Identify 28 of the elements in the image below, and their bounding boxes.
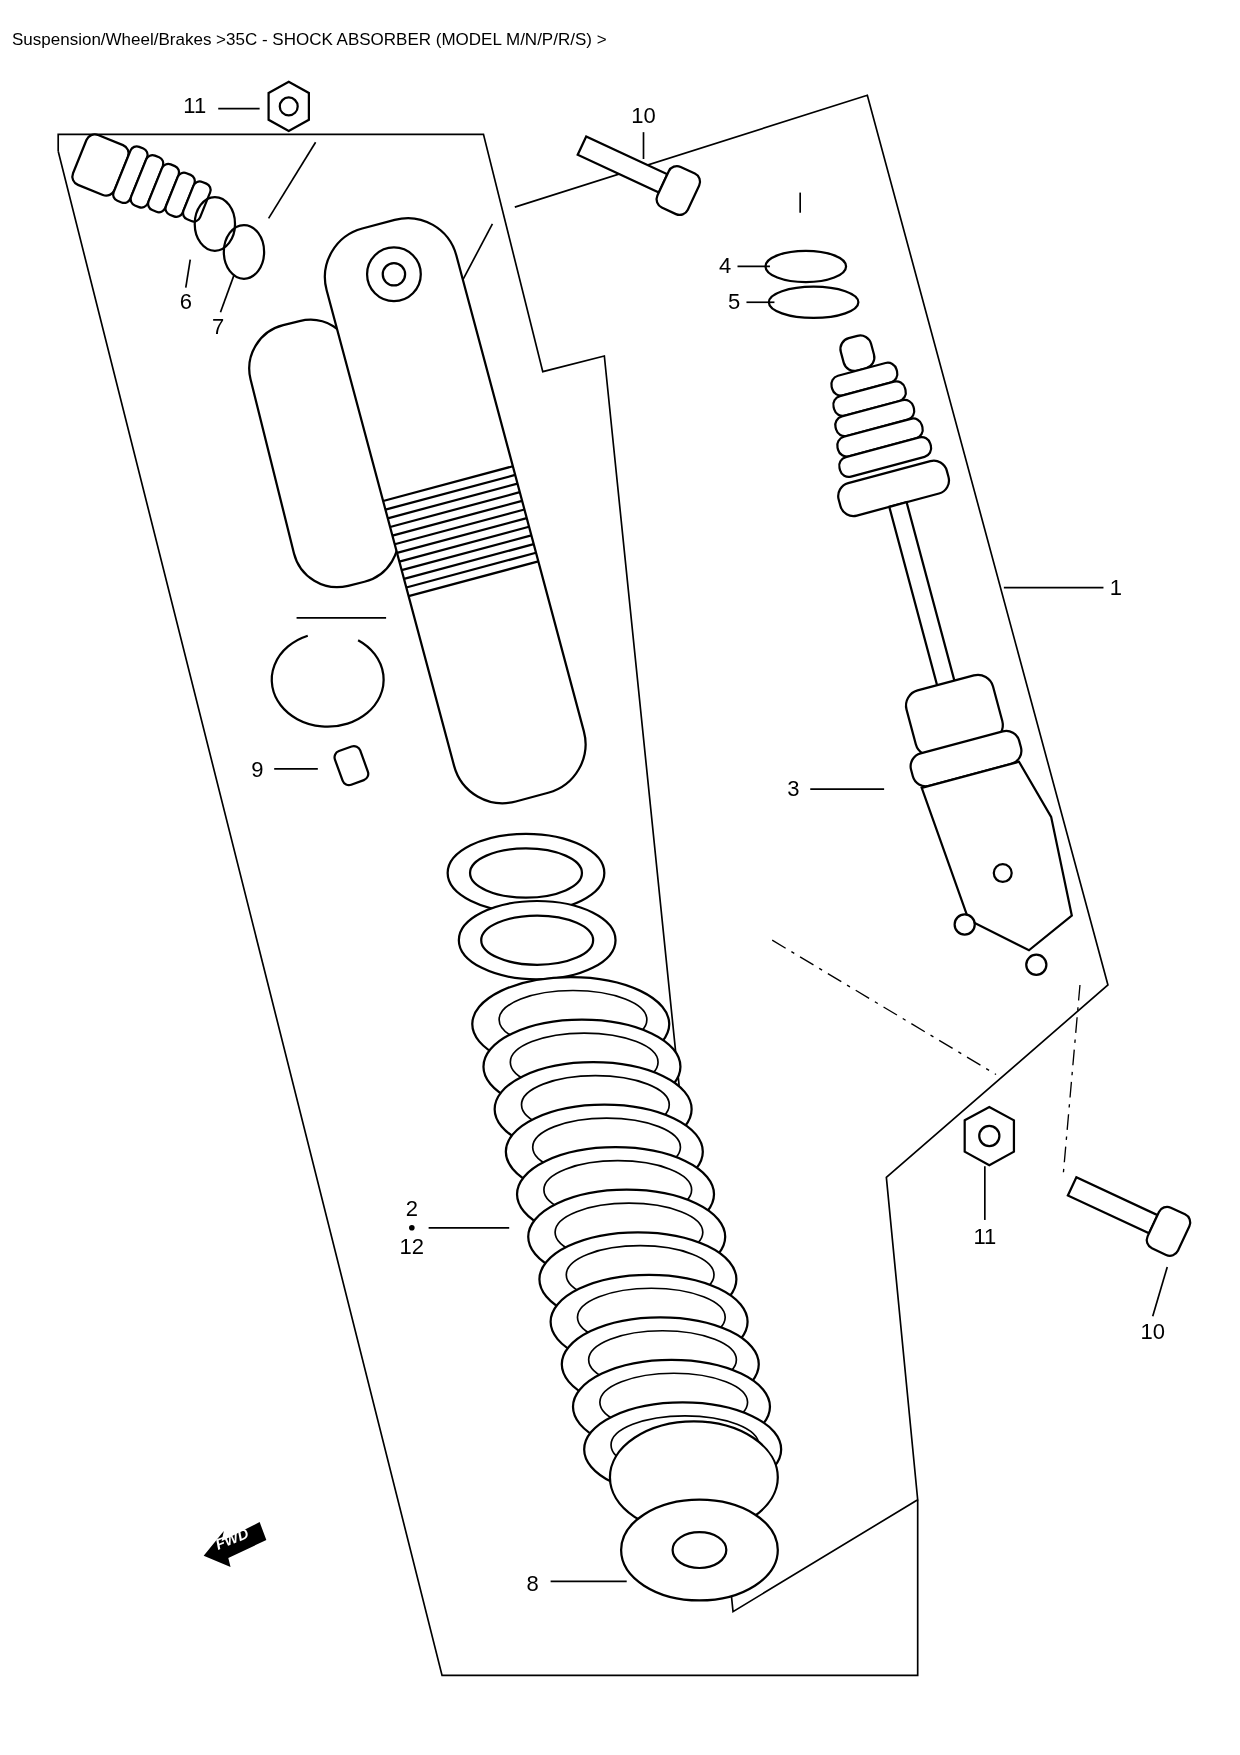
- leader-line: [736, 265, 771, 268]
- callout-number: 10: [631, 104, 656, 129]
- callout-number: 9: [251, 757, 264, 782]
- leader-line: [1003, 586, 1105, 589]
- leader-line: [427, 1226, 511, 1229]
- leader-line: [217, 107, 261, 110]
- callout-number: 12: [399, 1234, 425, 1259]
- leader-line: [984, 1165, 986, 1221]
- callout-number: 6: [179, 290, 192, 315]
- leader-line: [219, 274, 235, 314]
- leader-line: [273, 768, 319, 770]
- callout-number: 10: [1140, 1319, 1165, 1344]
- leader-line: [809, 788, 885, 790]
- callout-number: 4: [719, 254, 732, 279]
- leader-line: [549, 1580, 628, 1583]
- callout-number: 7: [212, 314, 225, 339]
- leader-line: [184, 258, 192, 289]
- callout-number: 1: [1109, 575, 1122, 600]
- leader-line: [642, 131, 645, 160]
- leader-line: [745, 301, 776, 304]
- callout-number: 8: [526, 1571, 539, 1596]
- callout-number: 2: [405, 1196, 418, 1221]
- callout-number: 11: [973, 1224, 997, 1249]
- callout-number: 3: [787, 777, 800, 801]
- breadcrumb-title: Suspension/Wheel/Brakes >35C - SHOCK ABSORBER (MODEL M/N/P/R/S) >: [12, 30, 607, 50]
- callout-number: 11: [183, 94, 207, 119]
- callout-number: 5: [728, 290, 741, 315]
- leader-line: [1151, 1266, 1169, 1318]
